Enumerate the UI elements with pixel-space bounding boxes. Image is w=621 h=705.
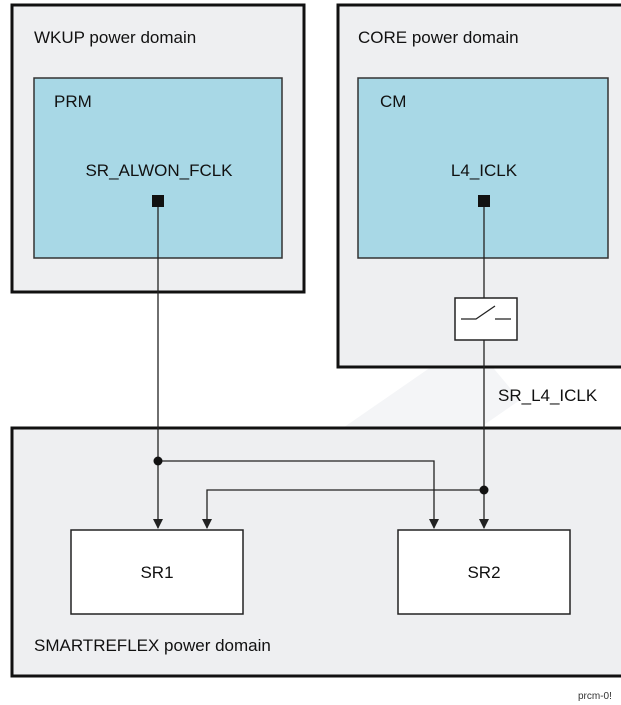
sr1-label: SR1 <box>140 563 173 582</box>
iclk-junction-dot <box>479 485 489 495</box>
wkup-domain-label: WKUP power domain <box>34 28 196 47</box>
sr-l4-iclk-to-sr1-wire <box>202 489 484 529</box>
sr1-box <box>70 529 244 615</box>
core-power-domain: CORE power domain CM L4_ICLK <box>336 3 621 369</box>
core-domain-label: CORE power domain <box>358 28 519 47</box>
figure-id-label: prcm-0! <box>578 691 612 702</box>
smartreflex-power-domain: SR1 SR2 SMARTREFLEX power domain <box>10 426 621 678</box>
clock-gate-switch-icon <box>454 297 518 341</box>
fclk-junction-dot <box>153 456 163 466</box>
sr-l4-iclk-label: SR_L4_ICLK <box>498 386 598 405</box>
clock-wires <box>153 207 489 529</box>
prm-label: PRM <box>54 92 92 111</box>
sr2-box <box>397 529 571 615</box>
sr-alwon-fclk-port <box>152 195 164 207</box>
cm-label: CM <box>380 92 406 111</box>
sr2-label: SR2 <box>467 563 500 582</box>
fclk-to-sr2-wire <box>158 460 439 529</box>
sr-alwon-fclk-label: SR_ALWON_FCLK <box>85 161 233 180</box>
smartreflex-domain-label: SMARTREFLEX power domain <box>34 636 271 655</box>
l4-iclk-port <box>478 195 490 207</box>
l4-iclk-label: L4_ICLK <box>451 161 518 180</box>
cm-module-box <box>357 77 609 259</box>
